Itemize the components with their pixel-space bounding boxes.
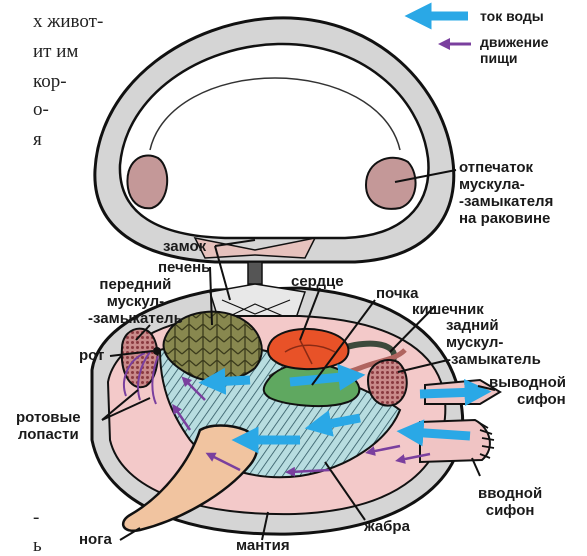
label-line: выводной (489, 374, 566, 391)
label-line: отпечаток (459, 159, 553, 176)
upper-muscle-imprint-left (127, 156, 167, 209)
label-line: мускул- (446, 334, 541, 351)
label-posterior-muscle: задний мускул- -замыкатель (446, 317, 541, 368)
label-oral-lobes: ротовые лопасти (16, 409, 81, 443)
water-arrow (212, 380, 250, 382)
legend-food-line: пищи (480, 50, 548, 66)
label-line: ротовые (16, 409, 81, 426)
label-kidney: почка (376, 285, 418, 302)
book-text-line: о- (33, 100, 49, 119)
water-arrow (420, 392, 478, 394)
heart (268, 329, 349, 369)
upper-shell-valve (95, 18, 454, 262)
book-text-line: х живот- (33, 12, 103, 31)
label-line: мускул- (88, 293, 183, 310)
inhalant-siphon (420, 420, 490, 462)
label-line: -замыкатель (446, 351, 541, 368)
label-line: -замыкатель (88, 310, 183, 327)
legend-water-flow: ток воды (480, 8, 544, 24)
book-text-line: ит им (33, 42, 78, 61)
book-text-line: - (33, 508, 39, 527)
label-hinge: замок (163, 238, 206, 255)
label-exhalant-siphon: выводной сифон (489, 374, 566, 408)
legend-food-line: движение (480, 34, 548, 50)
label-line: сифон (478, 502, 542, 519)
label-anterior-muscle: передний мускул- -замыкатель (88, 276, 183, 327)
book-text-line: я (33, 130, 42, 149)
label-line: на раковине (459, 210, 553, 227)
label-gill: жабра (364, 518, 410, 535)
label-mantle: мантия (236, 537, 290, 554)
label-line: лопасти (16, 426, 81, 443)
label-mouth: рот (79, 347, 104, 364)
water-arrow (290, 376, 352, 382)
label-intestine: кишечник (412, 301, 484, 318)
water-arrow (410, 432, 470, 436)
book-text-line: кор- (33, 72, 67, 91)
label-line: сифон (489, 391, 566, 408)
mouth (153, 347, 161, 355)
label-muscle-imprint: отпечаток мускула- -замыкателя на ракови… (459, 159, 553, 227)
legend-food-movement: движение пищи (480, 34, 548, 66)
label-foot: нога (79, 531, 112, 548)
upper-muscle-imprint-right (366, 158, 416, 209)
label-line: задний (446, 317, 541, 334)
posterior-adductor-muscle (368, 360, 407, 406)
label-liver: печень (158, 259, 210, 276)
label-line: -замыкателя (459, 193, 553, 210)
label-line: вводной (478, 485, 542, 502)
label-inhalant-siphon: вводной сифон (478, 485, 542, 519)
label-line: передний (88, 276, 183, 293)
hinge-ligament (248, 262, 262, 284)
label-heart: сердце (291, 273, 344, 290)
book-text-line: ь (33, 536, 42, 555)
label-line: мускула- (459, 176, 553, 193)
